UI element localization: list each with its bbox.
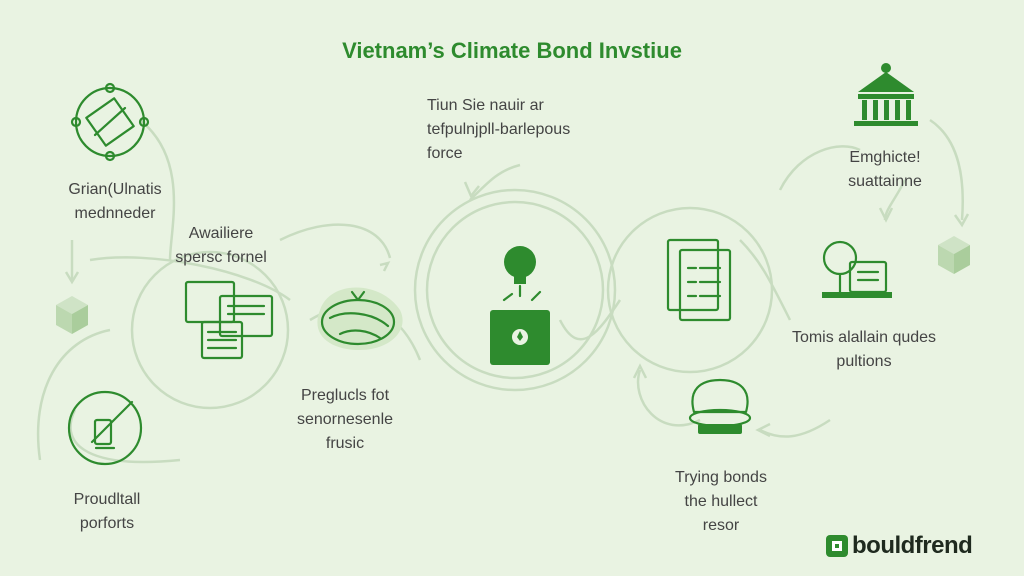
node-label-bottom-right: Trying bonds the hullect resor xyxy=(675,469,767,534)
node-label-left-mid: Awailiere spersc fornel xyxy=(175,225,267,266)
node-label-center-low: Preglucls fot senornesenle frusic xyxy=(296,387,394,452)
document-window-icon xyxy=(184,280,274,360)
lightbulb-plant-box-icon xyxy=(490,246,550,365)
tree-pot-icon xyxy=(688,378,752,434)
government-building-icon xyxy=(854,63,918,126)
brand-logo: bouldfrend xyxy=(826,532,973,560)
tree-ledger-icon xyxy=(822,240,892,298)
cube-icon xyxy=(56,296,88,334)
flow-arcs xyxy=(36,118,970,464)
brand-name: bouldfrend xyxy=(852,532,973,559)
diagram-title: Vietnam’s Climate Bond Invstiue xyxy=(342,38,682,63)
node-label-bottom-left: Proudltall porforts xyxy=(73,491,141,532)
globe-leaf-icon xyxy=(317,287,403,350)
brand-mark-icon xyxy=(826,535,848,557)
node-label-center-top: Tiun Sie nauir ar tefpulnjpll-barlepous … xyxy=(427,97,571,162)
compass-chart-icon xyxy=(70,82,150,162)
pen-badge-icon xyxy=(67,390,143,466)
node-label-right-mid: Tomis alallain qudes pultions xyxy=(791,329,937,370)
cube-icon xyxy=(938,236,970,274)
clipboard-checklist-icon xyxy=(666,238,732,322)
node-label-top-right: Emghicte! suattainne xyxy=(848,149,922,190)
node-label-top-left: Grian(Ulnatis mednneder xyxy=(68,181,162,222)
